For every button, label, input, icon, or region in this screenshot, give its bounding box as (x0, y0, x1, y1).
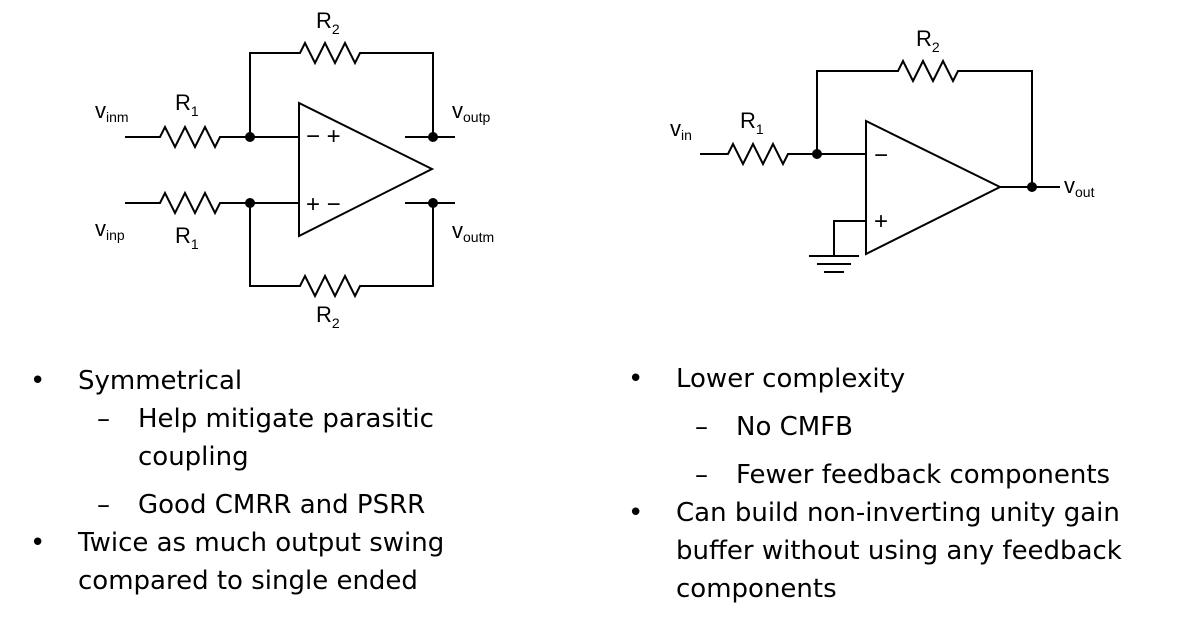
se-opamp-plus-sign: + (874, 208, 888, 235)
diff-node-bottom-output (428, 198, 438, 208)
single-ended-bullets: Lower complexity No CMFB Fewer feedback … (628, 360, 1168, 608)
se-opamp-minus-sign: − (874, 142, 888, 169)
diff-bottom-input-wire (125, 190, 299, 216)
sub-bullet-item: Help mitigate parasitic (30, 400, 510, 438)
circuit-diagrams: − + + − R2 R1 R1 R2 vinm vinp voutp vout… (95, 8, 1095, 331)
se-feedback-wire (816, 58, 1033, 187)
bullet-item: Symmetrical (30, 362, 510, 400)
fully-differential-amplifier: − + + − R2 R1 R1 R2 vinm vinp voutp vout… (95, 8, 494, 331)
bullet-item: Lower complexity (628, 360, 1168, 398)
diff-node-top-input (245, 132, 255, 142)
sub-bullet-item: Good CMRR and PSRR (30, 486, 510, 524)
diff-voutm-label: voutm (452, 218, 494, 245)
single-ended-amplifier: − + R2 R1 vin vout (670, 26, 1095, 273)
sub-bullet-item: No CMFB (628, 408, 1168, 446)
se-vout-label: vout (1064, 173, 1095, 200)
diff-vinp-label: vinp (95, 216, 125, 243)
se-node-input (812, 149, 822, 159)
bullet-item: Twice as much output swing (30, 524, 510, 562)
diff-opamp-top-signs: − + (306, 123, 341, 150)
diff-opamp-bottom-signs: + − (306, 191, 341, 218)
se-r2-label: R2 (916, 26, 940, 55)
se-ground-wire (833, 220, 866, 255)
diff-r2-top-label: R2 (316, 8, 340, 37)
diff-node-top-output (428, 132, 438, 142)
bullet-continuation: compared to single ended (78, 566, 418, 596)
ground-icon (809, 255, 859, 273)
fully-differential-bullets: Symmetrical Help mitigate parasitic coup… (30, 362, 510, 600)
sub-bullet-continuation: coupling (138, 442, 249, 472)
bullet-continuation: buffer without using any feedback (676, 536, 1122, 566)
diff-voutp-label: voutp (452, 98, 490, 125)
diff-vinm-label: vinm (95, 98, 129, 125)
diff-top-input-wire (125, 124, 299, 150)
se-r1-label: R1 (740, 108, 764, 137)
diff-r1-top-label: R1 (175, 90, 199, 119)
bullet-item: Can build non-inverting unity gain (628, 494, 1168, 532)
sub-bullet-item: Fewer feedback components (628, 456, 1168, 494)
diff-r1-bottom-label: R1 (175, 223, 199, 252)
diff-r2-bottom-label: R2 (316, 302, 340, 331)
diff-top-feedback-wire (249, 40, 434, 137)
se-input-wire (700, 141, 866, 167)
diff-bottom-feedback-wire (249, 203, 434, 299)
bullet-continuation: components (676, 574, 837, 604)
se-node-output (1027, 182, 1037, 192)
diff-opamp-triangle (298, 101, 435, 238)
se-opamp-triangle (865, 119, 1003, 256)
diff-node-bottom-input (245, 198, 255, 208)
se-vin-label: vin (670, 116, 692, 143)
